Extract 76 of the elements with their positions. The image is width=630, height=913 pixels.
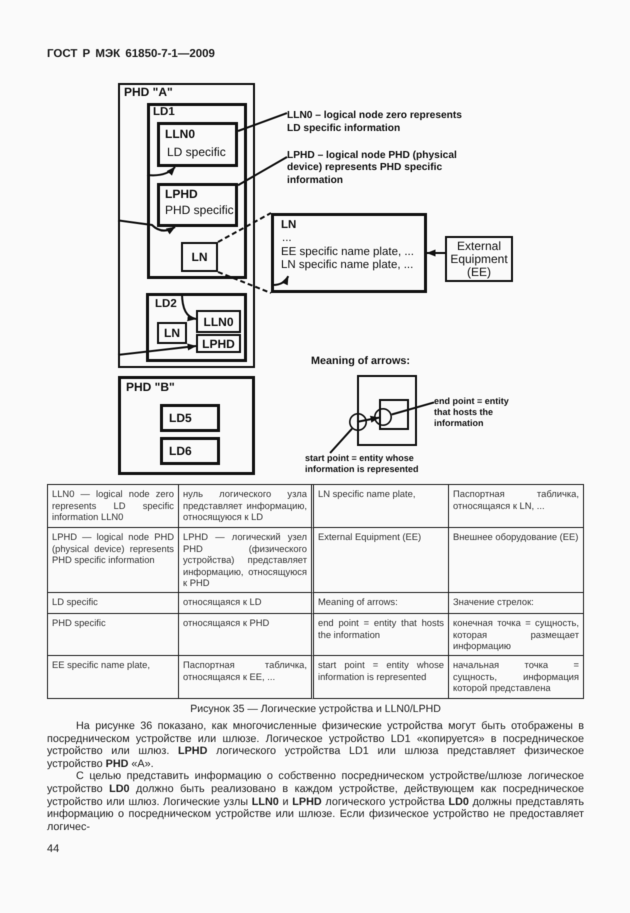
node-name: LPHD bbox=[202, 336, 235, 350]
leader-line bbox=[238, 156, 288, 186]
body-paragraph: С целью представить информацию о собственно посредническом устройстве/шлюзе логическое устройство LD0 должно быть реализовано в каждом устройстве, действующем как посредническое устройство или шлюз. Логические узлы LLN0 и LPHD логического устройства LD0 должны представлять информацию о посредническом устройстве или шлюзе. Если физическое устройство не предоставляет логичес- bbox=[47, 770, 584, 834]
table-cell: end point = entity that hosts the information bbox=[314, 614, 449, 656]
table-cell: начальная точка = сущность, информация которой представлена bbox=[449, 656, 584, 699]
page-number: 44 bbox=[47, 843, 60, 856]
logical-device-box bbox=[160, 437, 220, 465]
start-point-circle bbox=[349, 413, 367, 431]
table-cell: EE specific name plate, bbox=[48, 656, 179, 699]
frame-label: LD1 bbox=[153, 106, 175, 119]
table-cell: Паспортная табличка, относящаяся к LN, ... bbox=[449, 485, 584, 528]
table-cell: конечная точка = сущность, которая размещает информацию bbox=[449, 614, 584, 656]
logical-node-box bbox=[196, 334, 241, 353]
example-outer-box bbox=[357, 375, 417, 446]
arrow bbox=[272, 276, 290, 286]
name-plate-text: EE specific name plate, ... bbox=[281, 246, 414, 259]
table-cell: Внешнее оборудование (EE) bbox=[449, 528, 584, 593]
example-inner-box bbox=[379, 399, 409, 430]
table-cell: PHD specific bbox=[48, 614, 179, 656]
physical-device-frame bbox=[118, 376, 255, 475]
logical-device-box bbox=[160, 404, 220, 432]
logical-node-box bbox=[196, 310, 241, 333]
callout-text: LPHD – logical node PHD (physical device) represents PHD specific information bbox=[287, 150, 471, 187]
node-description: LD specific bbox=[167, 145, 226, 159]
table-cell: External Equipment (EE) bbox=[314, 528, 449, 593]
table-cell: относящаяся к LD bbox=[179, 593, 314, 614]
legend-heading: Meaning of arrows: bbox=[311, 355, 410, 368]
arrow bbox=[118, 343, 196, 356]
logical-device-frame bbox=[147, 103, 247, 279]
node-name: LPHD bbox=[165, 187, 198, 201]
node-name: LD5 bbox=[169, 411, 192, 425]
arrow bbox=[118, 219, 176, 234]
document-header: ГОСТ Р МЭК 61850-7-1—2009 bbox=[47, 48, 215, 60]
body-paragraph: На рисунке 36 показано, как многочисленные физические устройства могут быть отображены в посредническом устройстве или шлюзе. Логическое устройство LD1 «копируется» в посредническое устройство или шлюз. LPHD логического устройства LD1 или шлюза представляет физическое устройство PHD «А». bbox=[47, 720, 584, 770]
frame-label: LD2 bbox=[155, 298, 177, 311]
table-cell: Значение стрелок: bbox=[449, 593, 584, 614]
logical-node-box bbox=[157, 122, 238, 167]
projection-line bbox=[218, 271, 272, 294]
arrow bbox=[356, 416, 380, 423]
ellipsis-text: ... bbox=[282, 232, 292, 245]
callout-text: LLN0 – logical node zero represents LD specific information bbox=[287, 110, 462, 135]
table-cell: LD specific bbox=[48, 593, 179, 614]
node-name: LN bbox=[192, 250, 208, 264]
physical-device-frame bbox=[118, 83, 255, 368]
name-plate-text: LN specific name plate, ... bbox=[281, 259, 414, 272]
logical-node-box bbox=[157, 183, 238, 227]
logical-device-frame bbox=[146, 293, 247, 362]
leader-line bbox=[391, 401, 434, 416]
node-name: LN bbox=[281, 219, 296, 232]
table-cell: Паспортная табличка, относящаяся к EE, ... bbox=[179, 656, 314, 699]
table-cell: Meaning of arrows: bbox=[314, 593, 449, 614]
node-name: LD6 bbox=[169, 444, 192, 458]
logical-node-detail-box bbox=[271, 213, 427, 293]
logical-node-box bbox=[157, 322, 187, 344]
logical-node-box bbox=[181, 242, 218, 272]
leader-line bbox=[329, 428, 353, 454]
callout-text: end point = entity that hosts the information bbox=[434, 396, 514, 428]
frame-label: PHD "A" bbox=[124, 86, 173, 99]
node-name: LN bbox=[164, 326, 180, 340]
table-cell: нуль логического узла представляет информацию, относящуюся к LD bbox=[179, 485, 314, 528]
callout-text: start point = entity whose information is represented bbox=[305, 453, 419, 474]
frame-label: PHD "B" bbox=[126, 381, 175, 394]
table-cell: LPHD — логический узел PHD (физического устройства) представляет информацию, относящуюся к PHD bbox=[179, 528, 314, 593]
figure-caption: Рисунок 35 — Логические устройства и LLN0/LPHD bbox=[189, 703, 442, 716]
node-name: LLN0 bbox=[165, 127, 195, 141]
table-cell: start point = entity whose information is represented bbox=[314, 656, 449, 699]
node-name: LLN0 bbox=[204, 314, 234, 328]
table-cell: LLN0 — logical node zero represents LD specific information LLN0 bbox=[48, 485, 179, 528]
table-cell: LPHD — logical node PHD (physical device) represents PHD specific information bbox=[48, 528, 179, 593]
end-point-circle bbox=[374, 408, 392, 426]
table-cell: LN specific name plate, bbox=[314, 485, 449, 528]
projection-line bbox=[218, 212, 272, 243]
arrow bbox=[426, 250, 445, 256]
node-description: PHD specific bbox=[165, 203, 234, 217]
table-cell: относящаяся к PHD bbox=[179, 614, 314, 656]
node-name: External Equipment (EE) bbox=[449, 240, 509, 278]
